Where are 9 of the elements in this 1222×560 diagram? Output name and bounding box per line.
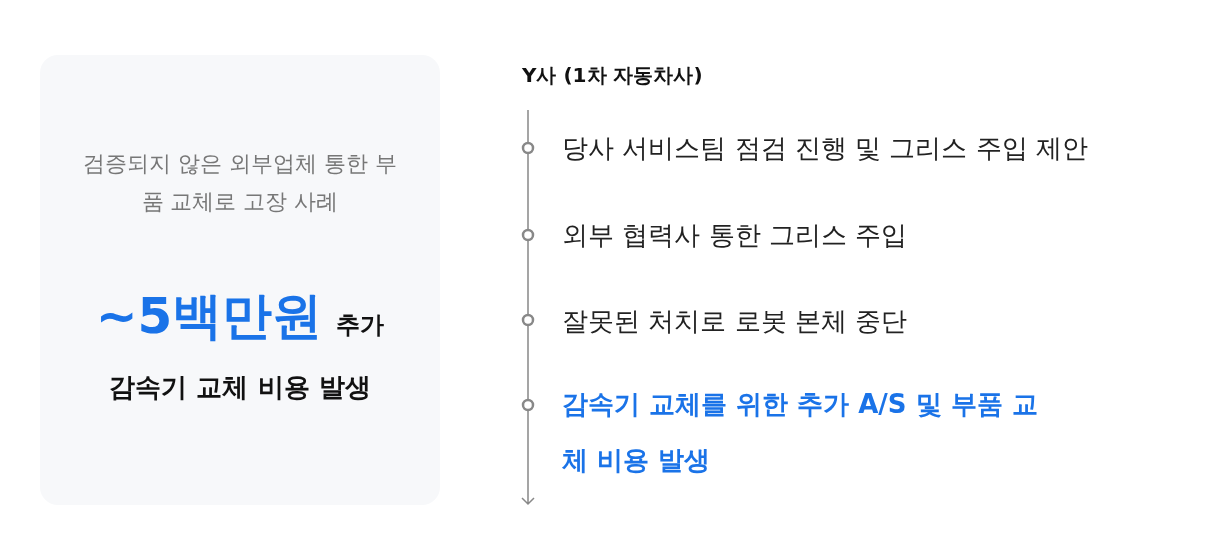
amount-text: ~5백만원 — [95, 287, 323, 345]
timeline-text: 당사 서비스팀 점검 진행 및 그리스 주입 제안 — [562, 133, 1088, 163]
description-text: 검증되지 않은 외부업체 통한 부품 교체로 고장 사례 — [82, 150, 398, 216]
highlight-text: 감속기 교체 비용 발생 — [108, 371, 372, 404]
amount-suffix: 추가 — [336, 311, 385, 339]
timeline-text: 감속기 교체를 위한 추가 A/S 및 부품 교체 비용 발생 — [562, 388, 1039, 477]
section-title: Y사 (1차 자동차사) — [522, 62, 703, 89]
timeline-text: 외부 협력사 통한 그리스 주입 — [562, 220, 908, 250]
timeline-text: 잘못된 처치로 로봇 본체 중단 — [562, 306, 908, 336]
